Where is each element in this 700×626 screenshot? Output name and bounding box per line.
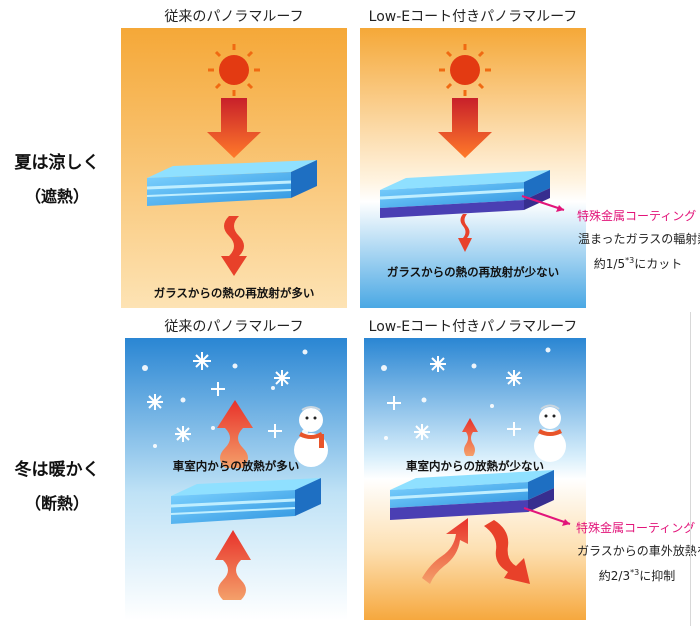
right-divider	[690, 312, 691, 626]
reradiation-arrow-small	[458, 214, 472, 252]
winter-lowe-panel: 車室内からの放熱が少ない	[364, 338, 586, 620]
summer-coating-label: 特殊金属コーティング	[577, 209, 697, 223]
summer-note-value: 約1/5	[593, 257, 626, 271]
summer-conventional-title: 従来のパノラマルーフ	[164, 9, 304, 25]
winter-note-line2: 約2/3*3に抑制	[577, 562, 697, 587]
summer-conventional-panel: ガラスからの熱の再放射が多い	[121, 28, 347, 308]
summer-conventional-caption: ガラスからの熱の再放射が多い	[153, 286, 315, 300]
winter-note-line1: ガラスからの車外放熱を	[577, 544, 700, 558]
winter-lowe-caption: 車室内からの放熱が少ない	[406, 459, 544, 473]
snowflake-icon	[147, 352, 290, 442]
winter-title: 冬は暖かく	[14, 460, 100, 480]
summer-label: 夏は涼しく （遮熱）	[2, 148, 112, 207]
heat-loss-arrow-small	[462, 418, 478, 456]
summer-note-suffix: にカット	[634, 257, 683, 271]
reradiation-arrow	[221, 216, 247, 276]
winter-note: ガラスからの車外放熱を 約2/3*3に抑制	[577, 540, 700, 587]
snowman-icon	[294, 406, 328, 467]
winter-label: 冬は暖かく （断熱）	[2, 455, 112, 514]
glass-roof	[170, 478, 321, 524]
sun-icon	[439, 44, 491, 96]
winter-coating-label: 特殊金属コーティング	[576, 521, 696, 535]
glass-roof-lowe	[379, 170, 550, 218]
winter-note-value: 約2/3	[598, 569, 631, 583]
cabin-heat-arrow	[215, 530, 251, 600]
summer-note-line2: 約1/5*3にカット	[578, 250, 698, 275]
glass-roof-lowe	[389, 470, 554, 520]
summer-lowe-panel: ガラスからの熱の再放射が少ない	[360, 28, 586, 308]
reflected-heat-arrow-left	[422, 518, 468, 584]
snowman-icon	[534, 404, 566, 462]
snowflake-icon	[387, 356, 522, 440]
winter-conventional-panel: 車室内からの放熱が多い	[125, 338, 347, 620]
sun-icon	[208, 44, 260, 96]
winter-lowe-title: Low-Eコート付きパノラマルーフ	[368, 319, 578, 335]
reflected-heat-arrow-right	[484, 520, 530, 584]
winter-note-suffix: に抑制	[639, 569, 676, 583]
sunlight-arrow	[207, 98, 261, 158]
coating-pointer	[521, 195, 565, 211]
glass-roof	[146, 160, 317, 206]
winter-note-footnote: *3	[630, 568, 640, 577]
winter-conventional-title: 従来のパノラマルーフ	[164, 319, 304, 335]
summer-note-footnote: *3	[625, 256, 635, 265]
coating-pointer	[523, 507, 571, 525]
summer-lowe-caption: ガラスからの熱の再放射が少ない	[386, 265, 560, 279]
heat-loss-arrow	[217, 400, 253, 468]
summer-subtitle: （遮熱）	[24, 187, 89, 206]
winter-subtitle: （断熱）	[24, 494, 89, 513]
summer-title: 夏は涼しく	[14, 153, 100, 173]
summer-note-line1: 温まったガラスの輻射熱を	[578, 232, 700, 246]
summer-note: 温まったガラスの輻射熱を 約1/5*3にカット	[578, 228, 700, 275]
sunlight-arrow	[438, 98, 492, 158]
winter-conventional-caption: 車室内からの放熱が多い	[172, 459, 300, 473]
summer-lowe-title: Low-Eコート付きパノラマルーフ	[368, 9, 578, 25]
